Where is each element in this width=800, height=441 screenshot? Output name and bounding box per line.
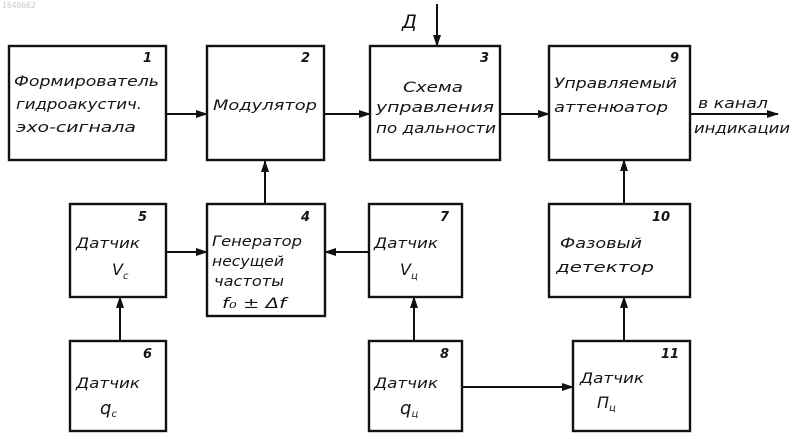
block-3-number: 3 <box>480 51 489 66</box>
sensor-qts-subscript: ц <box>411 409 418 420</box>
block-4-number: 4 <box>300 210 310 225</box>
block-1-number: 1 <box>143 51 152 66</box>
block-7-label-line-1: Датчик <box>373 236 438 252</box>
block-6-label-line-1: Датчик <box>75 376 140 392</box>
sensor-vts-subscript: ц <box>411 271 418 282</box>
sensor-pts-subscript: ц <box>609 403 616 414</box>
block-11-label-line-1: Датчик <box>579 371 644 387</box>
sensor-vc-subscript: c <box>123 271 129 282</box>
sensor-pts-symbol: П <box>597 393 609 412</box>
block-11-number: 11 <box>661 347 679 362</box>
block-10-label-line-1: Фазовый <box>560 236 642 252</box>
block-10-number: 10 <box>652 210 670 225</box>
block-7-number: 7 <box>440 210 450 225</box>
input-delta-label: Д <box>401 11 417 33</box>
block-2-label: Модулятор <box>213 98 317 114</box>
sensor-qc-symbol: q <box>100 398 111 419</box>
output-label-line-1: в канал <box>698 96 768 112</box>
block-1-label-line-1: Формирователь <box>14 74 159 90</box>
block-3-label-line-1: Схема <box>403 80 463 96</box>
block-5-number: 5 <box>138 210 147 225</box>
block-1-label-line-2b: эхо-сигнала <box>16 120 136 136</box>
block-6-number: 6 <box>143 347 152 362</box>
block-8-number: 8 <box>440 347 449 362</box>
block-4-label-line-4: f₀ ± Δf <box>222 296 289 312</box>
block-9-label-line-1: Управляемый <box>554 76 677 92</box>
block-4-label-line-2: несущей <box>212 254 284 270</box>
block-3-label-line-2: управления <box>375 100 495 116</box>
block-5-label-line-1: Датчик <box>75 236 140 252</box>
block-4-label-line-3: частоты <box>214 274 284 290</box>
sensor-qts-symbol: q <box>400 398 411 419</box>
block-4-label-line-1: Генератор <box>212 234 302 250</box>
output-label-line-2: индикации <box>694 121 790 137</box>
block-8-label-line-1: Датчик <box>373 376 438 392</box>
block-9-label-line-2: аттенюатор <box>554 100 668 116</box>
block-2-number: 2 <box>301 51 310 66</box>
block-10-label-line-2: детектор <box>555 260 654 276</box>
sensor-qc-subscript: c <box>111 409 117 420</box>
block-1-label-line-2: гидроакустич. <box>16 97 142 113</box>
block-9-number: 9 <box>670 51 679 66</box>
block-3-label-line-3: по дальности <box>376 121 496 137</box>
